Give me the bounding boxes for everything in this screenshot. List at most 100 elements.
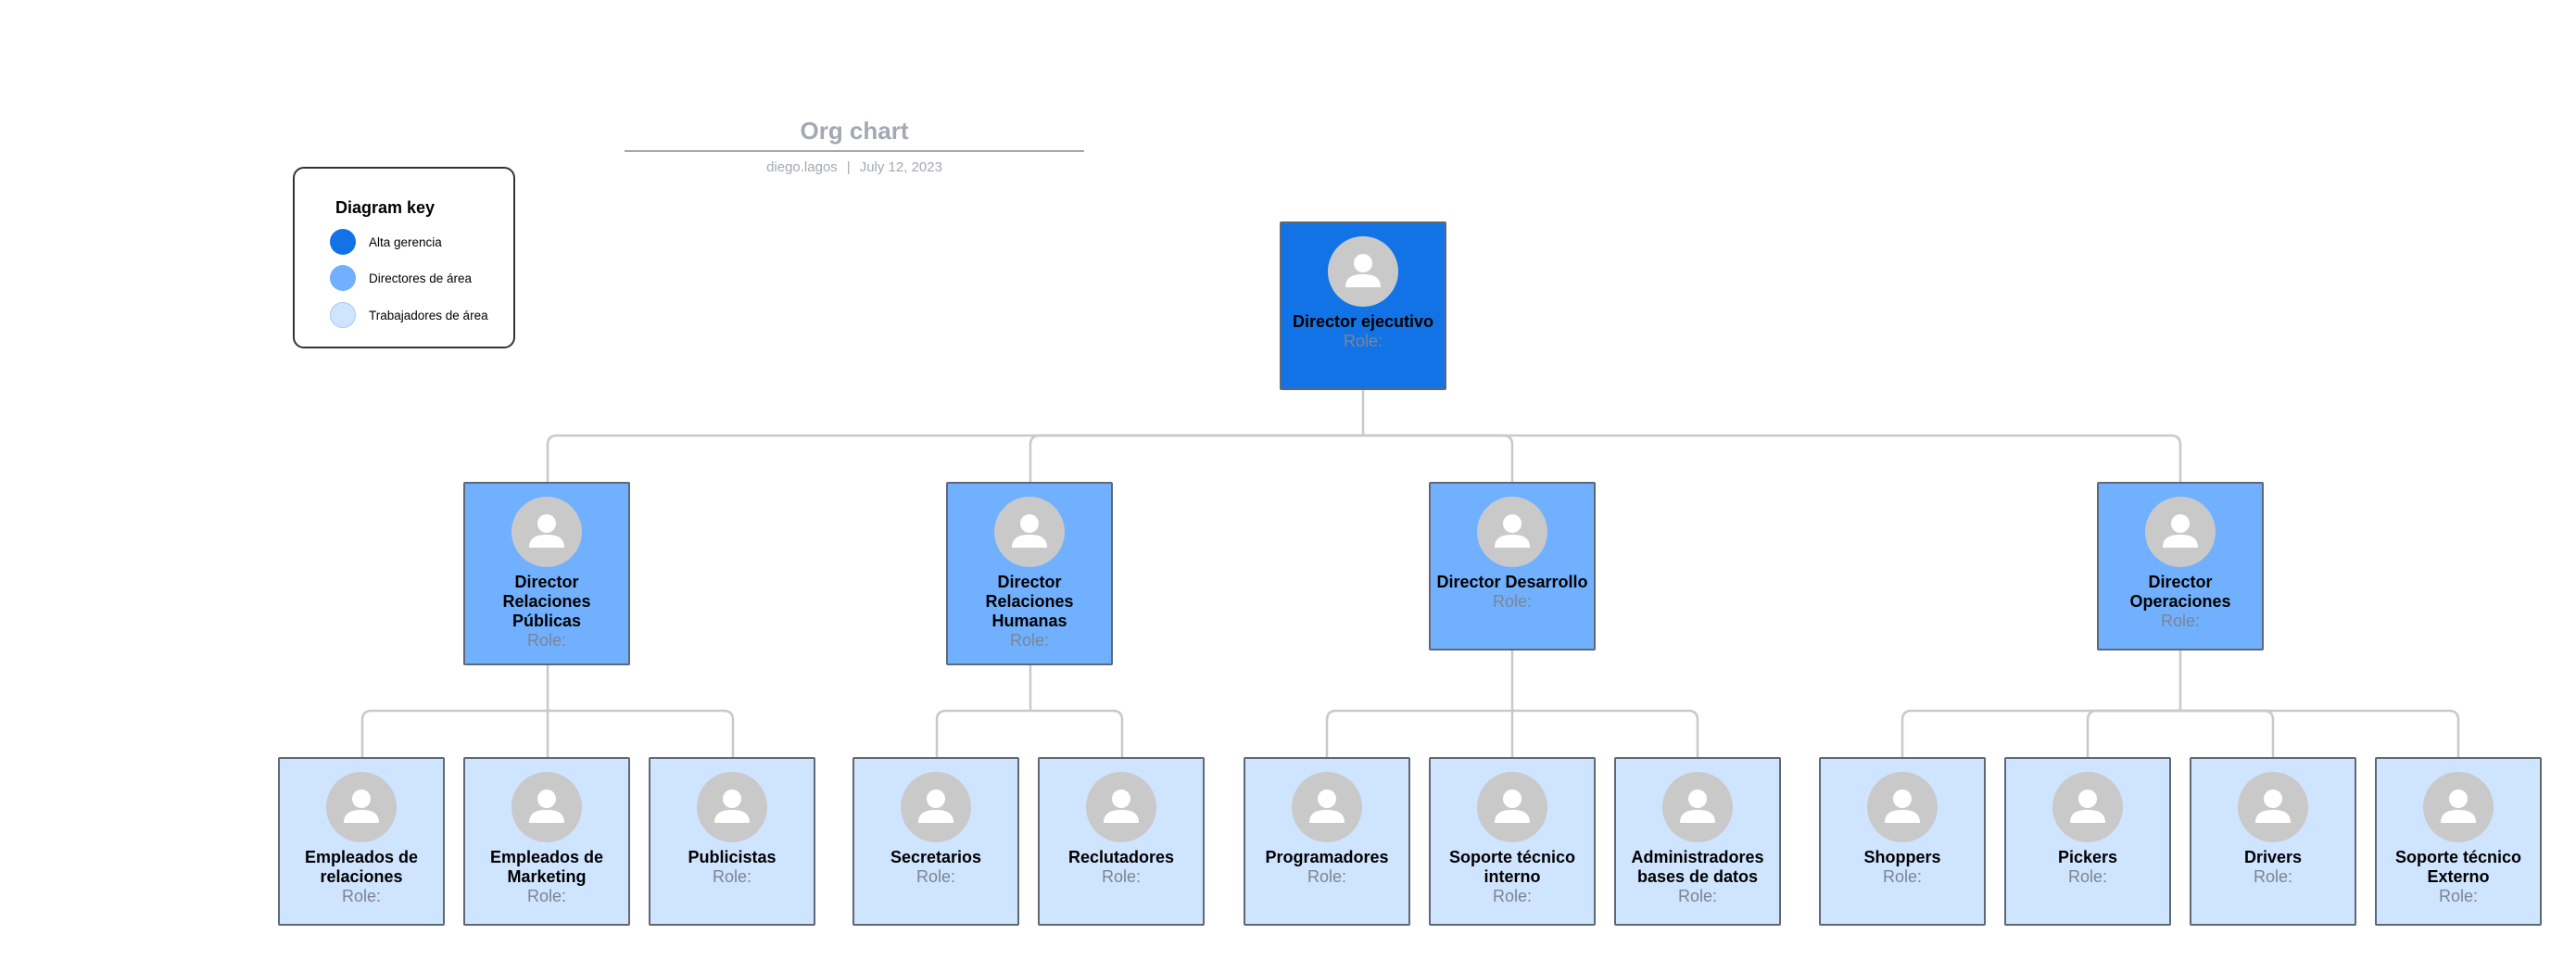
des-connector-branch xyxy=(1325,709,1512,757)
person-icon xyxy=(511,497,582,567)
node-name: Director Operaciones xyxy=(2129,573,2231,611)
person-icon xyxy=(2145,497,2216,567)
node-empleados-de-marketing[interactable]: Empleados de Marketing Role: xyxy=(463,757,630,926)
legend-item-directores: Directores de área xyxy=(330,265,489,291)
ceo-connector-branch xyxy=(1363,434,1514,482)
ops-connector-branch xyxy=(1900,709,2180,757)
person-icon xyxy=(1292,772,1362,842)
node-name: Publicistas xyxy=(688,848,777,866)
node-pickers[interactable]: Pickers Role: xyxy=(2004,757,2171,926)
node-soporte-tecnico-externo[interactable]: Soporte técnico Externo Role: xyxy=(2375,757,2542,926)
node-name: Drivers xyxy=(2243,848,2303,866)
des-connector-branch xyxy=(1512,709,1699,757)
node-role: Role: xyxy=(1677,887,1718,905)
node-publicistas[interactable]: Publicistas Role: xyxy=(649,757,815,926)
person-icon xyxy=(1086,772,1156,842)
node-name: Administradores bases de datos xyxy=(1631,848,1764,886)
node-role: Role: xyxy=(712,867,752,886)
node-empleados-de-relaciones[interactable]: Empleados de relaciones Role: xyxy=(278,757,445,926)
node-reclutadores[interactable]: Reclutadores Role: xyxy=(1038,757,1205,926)
node-name: Programadores xyxy=(1265,848,1389,866)
node-role: Role: xyxy=(1492,592,1533,611)
rp-connector-branch xyxy=(548,709,735,757)
person-icon xyxy=(2423,772,2494,842)
rp-connector-branch xyxy=(360,709,548,757)
node-name: Empleados de Marketing xyxy=(489,848,604,886)
ops-connector-branch xyxy=(2180,709,2275,757)
person-icon xyxy=(1477,772,1547,842)
node-role: Role: xyxy=(1882,867,1923,886)
legend-swatch xyxy=(330,265,356,291)
person-icon xyxy=(1662,772,1733,842)
ceo-connector-branch xyxy=(1029,434,1363,482)
meta-separator: | xyxy=(846,159,851,175)
node-role: Role: xyxy=(1101,867,1142,886)
node-role: Role: xyxy=(526,631,567,650)
node-role: Role: xyxy=(526,887,567,905)
person-icon xyxy=(1867,772,1938,842)
ceo-connector-branch xyxy=(1363,434,2182,482)
node-role: Role: xyxy=(2438,887,2479,905)
diagram-key-title: Diagram key xyxy=(335,198,436,217)
node-director-ejecutivo[interactable]: Director ejecutivo Role: xyxy=(1280,221,1446,390)
legend-label: Directores de área xyxy=(369,271,473,285)
node-name: Soporte técnico interno xyxy=(1448,848,1576,886)
node-role: Role: xyxy=(341,887,382,905)
node-director-operaciones[interactable]: Director Operaciones Role: xyxy=(2097,482,2264,651)
node-role: Role: xyxy=(1492,887,1533,905)
node-director-relaciones-humanas[interactable]: Director Relaciones Humanas Role: xyxy=(946,482,1113,665)
ops-connector-branch xyxy=(2086,709,2180,757)
person-icon xyxy=(1328,236,1398,307)
diagram-date: July 12, 2023 xyxy=(859,159,942,175)
legend-swatch xyxy=(330,302,356,328)
person-icon xyxy=(2052,772,2123,842)
person-icon xyxy=(994,497,1065,567)
node-programadores[interactable]: Programadores Role: xyxy=(1244,757,1410,926)
node-role: Role: xyxy=(2253,867,2293,886)
node-director-relaciones-publicas[interactable]: Director Relaciones Públicas Role: xyxy=(463,482,630,665)
diagram-meta: diego.lagos | July 12, 2023 xyxy=(625,159,1084,175)
node-role: Role: xyxy=(1343,332,1383,350)
node-role: Role: xyxy=(2160,612,2201,630)
node-name: Shoppers xyxy=(1863,848,1941,866)
person-icon xyxy=(1477,497,1547,567)
node-name: Pickers xyxy=(2057,848,2118,866)
person-icon xyxy=(511,772,582,842)
node-name: Reclutadores xyxy=(1067,848,1175,866)
node-name: Director Desarrollo xyxy=(1436,573,1588,591)
node-director-desarrollo[interactable]: Director Desarrollo Role: xyxy=(1429,482,1596,651)
rh-connector-branch xyxy=(1030,709,1124,757)
node-administradores-bases-de-datos[interactable]: Administradores bases de datos Role: xyxy=(1614,757,1781,926)
person-icon xyxy=(326,772,397,842)
node-role: Role: xyxy=(915,867,956,886)
node-name: Director Relaciones Públicas xyxy=(502,573,591,630)
node-name: Director ejecutivo xyxy=(1292,312,1434,331)
diagram-key: Diagram key Alta gerencia Directores de … xyxy=(293,167,515,348)
person-icon xyxy=(697,772,767,842)
legend-swatch xyxy=(330,229,356,255)
node-shoppers[interactable]: Shoppers Role: xyxy=(1819,757,1986,926)
legend-item-alta-gerencia: Alta gerencia xyxy=(330,229,489,255)
diagram-header: Org chart diego.lagos | July 12, 2023 xyxy=(625,115,1084,175)
rh-connector-branch xyxy=(935,709,1030,757)
node-name: Soporte técnico Externo xyxy=(2394,848,2522,886)
node-secretarios[interactable]: Secretarios Role: xyxy=(852,757,1019,926)
ceo-connector-branch xyxy=(546,434,1363,482)
node-role: Role: xyxy=(1009,631,1050,650)
author-name: diego.lagos xyxy=(766,159,838,175)
diagram-title: Org chart xyxy=(800,117,909,145)
legend-item-trabajadores: Trabajadores de área xyxy=(330,302,489,328)
node-role: Role: xyxy=(1307,867,1347,886)
node-role: Role: xyxy=(2067,867,2108,886)
node-name: Director Relaciones Humanas xyxy=(985,573,1074,630)
legend-label: Alta gerencia xyxy=(369,234,442,249)
node-name: Secretarios xyxy=(890,848,982,866)
person-icon xyxy=(901,772,971,842)
ops-connector-branch xyxy=(2180,709,2460,757)
title-underline xyxy=(625,150,1084,152)
node-soporte-tecnico-interno[interactable]: Soporte técnico interno Role: xyxy=(1429,757,1596,926)
person-icon xyxy=(2238,772,2308,842)
legend-label: Trabajadores de área xyxy=(369,308,488,322)
node-name: Empleados de relaciones xyxy=(304,848,419,886)
node-drivers[interactable]: Drivers Role: xyxy=(2190,757,2356,926)
